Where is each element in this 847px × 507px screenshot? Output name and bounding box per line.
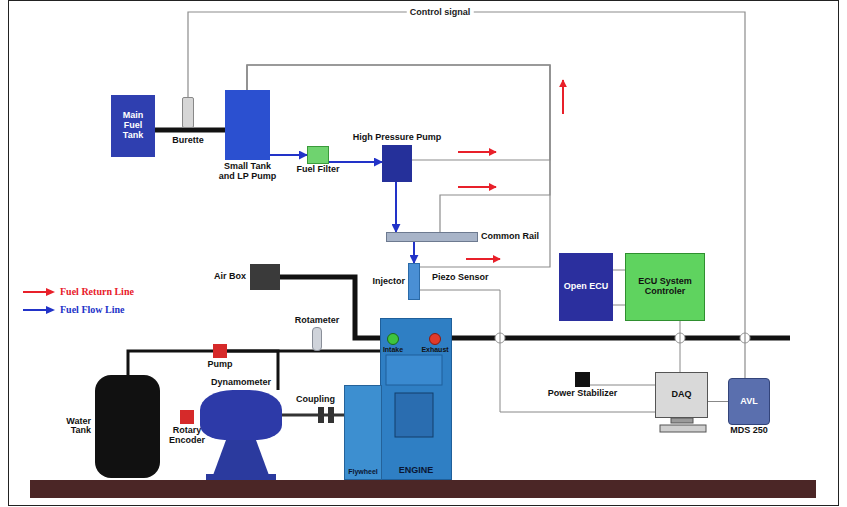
node-label: Air Box: [196, 272, 246, 282]
pipe-line: [280, 277, 387, 338]
ground-bench: [30, 480, 816, 498]
legend-arrow-shaft: [23, 309, 48, 311]
node-label: Dynamometer: [196, 378, 286, 388]
pipe-line: [128, 351, 213, 375]
legend-row: Fuel Flow Line: [22, 304, 124, 315]
node-label: Flywheel: [345, 468, 381, 476]
rotary-encoder: Rotary Encoder: [180, 410, 194, 424]
part-label: Piezo Sensor: [432, 272, 489, 282]
burette: Burette: [182, 97, 194, 128]
legend-arrowhead: [46, 288, 55, 296]
monitor-stand: [671, 418, 693, 423]
frame: [9, 1, 839, 506]
legend-row: Fuel Return Line: [22, 286, 134, 297]
legend-text: Fuel Return Line: [60, 286, 134, 297]
node-label: Small Tank and LP Pump: [219, 162, 277, 182]
legend-arrowhead: [46, 306, 55, 314]
legend-text: Fuel Flow Line: [60, 304, 124, 315]
air-box: Air Box: [250, 264, 280, 290]
return-arrow: [458, 186, 496, 188]
fuel-flow-arrow: [413, 242, 415, 263]
signal-line: [247, 65, 550, 267]
dynamometer-foot: [206, 474, 276, 480]
signal-label: Control signal: [407, 7, 474, 17]
return-arrow: [562, 80, 564, 114]
intake-port: Intake: [387, 333, 399, 345]
node-label: Pump: [200, 360, 240, 370]
signal-line: [247, 65, 550, 232]
rotameter: Rotameter: [312, 327, 322, 351]
node-label: AVL: [731, 397, 767, 407]
fuel-flow-arrow: [395, 182, 397, 232]
common-rail: Common Rail: [386, 232, 478, 242]
node-label: Power Stabilizer: [533, 389, 633, 399]
node-label: Common Rail: [481, 232, 539, 242]
node-label: Intake: [378, 346, 408, 354]
node-label: DAQ: [658, 390, 705, 400]
dynamometer-stand: [212, 440, 270, 478]
water-tank: Water Tank: [95, 375, 160, 478]
node-label: Water Tank: [46, 417, 91, 437]
fuel-flow-arrow: [329, 161, 382, 163]
signal-line: [680, 321, 681, 372]
node-label: Main Fuel Tank: [113, 111, 153, 141]
node-label: Exhaust: [418, 346, 452, 354]
legend-sample: [22, 287, 56, 297]
injector: Injector: [408, 263, 420, 300]
crankcase-panel: [395, 393, 433, 437]
signal-line: [708, 401, 728, 402]
ecu-box: Open ECU: [559, 253, 613, 321]
legend-sample: [22, 305, 56, 315]
avl-analyzer: AVLMDS 250: [728, 378, 770, 425]
flywheel: Flywheel: [344, 385, 382, 480]
pipe-line: [282, 414, 344, 417]
power-stabilizer: Power Stabilizer: [575, 372, 590, 387]
tank-pump: Small Tank and LP Pump: [225, 90, 270, 160]
node-label: ECU System Controler: [628, 277, 702, 297]
exhaust-port: Exhaust: [429, 333, 441, 345]
cylinder-head: [386, 355, 442, 385]
water-pump: Pump: [213, 344, 227, 358]
signal-line: [590, 385, 655, 386]
node-label: Burette: [163, 136, 213, 146]
signal-line: [420, 290, 655, 412]
part-label: Coupling: [296, 394, 335, 404]
node-label: Fuel Filter: [288, 165, 348, 175]
dynamometer: Dynamometer: [200, 390, 282, 440]
signal-line: [188, 12, 745, 378]
node-label: High Pressure Pump: [337, 133, 457, 143]
node-label: Injector: [355, 277, 405, 287]
signal-wire: [612, 305, 625, 306]
return-arrow: [466, 258, 500, 260]
legend-arrow-shaft: [23, 291, 48, 293]
node-label: Rotameter: [287, 316, 347, 326]
controller-box: ECU System Controler: [625, 253, 705, 321]
node-label: MDS 250: [719, 426, 779, 436]
engine-block: ENGINEIntakeExhaust: [380, 318, 452, 480]
fuel-filter: Fuel Filter: [307, 146, 329, 164]
signal-line: [613, 270, 625, 271]
daq-monitor: DAQ: [655, 372, 708, 418]
pipe-line: [155, 128, 225, 133]
fuel-flow-arrow: [270, 154, 307, 156]
node-label: ENGINE: [381, 466, 451, 476]
return-arrow: [458, 151, 496, 153]
computer-base: [660, 425, 706, 432]
high-pressure-pump: High Pressure Pump: [382, 145, 412, 182]
node-label: Open ECU: [561, 282, 611, 292]
fuel-tank: Main Fuel Tank: [111, 95, 155, 157]
